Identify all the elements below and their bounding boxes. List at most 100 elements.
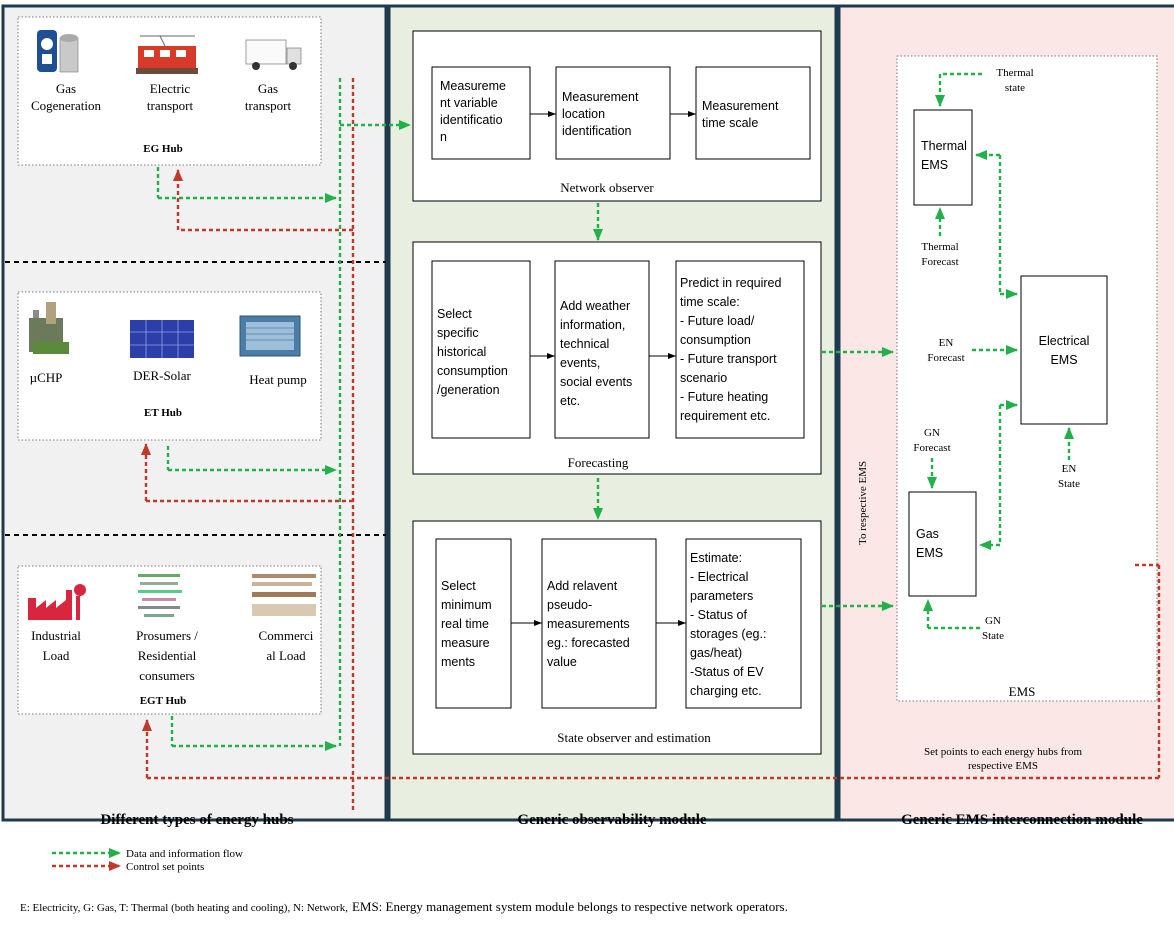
- en-forecast-line: EN: [939, 337, 954, 349]
- electric-train-icon: [136, 35, 198, 74]
- state-estimate-text-line: -Status of EV: [690, 665, 764, 679]
- egt-item-1-line: Load: [43, 648, 70, 663]
- gas-cogeneration-icon: [37, 30, 79, 73]
- forecast-historical-text-line: historical: [437, 345, 486, 359]
- en-state-line: EN: [1062, 463, 1077, 475]
- gas-ems-line: Gas: [916, 527, 939, 541]
- egt-item-2-line: Prosumers /: [136, 628, 198, 643]
- et-hub-title: ET Hub: [144, 407, 182, 419]
- state-pseudo-text-line: pseudo-: [547, 598, 592, 612]
- forecast-historical-text-line: /generation: [437, 383, 500, 397]
- ems-panel-label: Generic EMS interconnection module: [901, 812, 1143, 828]
- thermal-forecast-line: Thermal: [921, 241, 958, 253]
- egt-hub-title: EGT Hub: [140, 695, 187, 707]
- eg-item-3-line: Gas: [258, 81, 278, 96]
- measurement-time-text: Measurement time scale: [702, 99, 782, 130]
- forecast-weather-text-line: etc.: [560, 394, 580, 408]
- et-item-1: µCHP: [30, 370, 63, 385]
- state-pseudo-text-line: Add relavent: [547, 579, 618, 593]
- gn-forecast-line: Forecast: [913, 442, 950, 454]
- forecast-predict-text-line: - Future heating: [680, 390, 768, 404]
- thermal-state-line: Thermal: [996, 67, 1033, 79]
- state-estimate-text-line: - Status of: [690, 608, 747, 622]
- state-pseudo-text-line: eg.: forecasted: [547, 636, 630, 650]
- gn-forecast-line: GN: [924, 427, 940, 439]
- thermal-state-line: state: [1005, 82, 1025, 94]
- hubs-panel-label: Different types of energy hubs: [100, 812, 293, 828]
- egt-item-2-line: consumers: [139, 668, 195, 683]
- solar-panel-icon: [130, 320, 194, 358]
- forecast-historical-text-line: Select: [437, 307, 472, 321]
- thermal-forecast-line: Forecast: [921, 256, 958, 268]
- state-minimum-text-line: real time: [441, 617, 489, 631]
- observability-panel-label: Generic observability module: [517, 812, 706, 828]
- eg-item-3-line: transport: [245, 98, 292, 113]
- measurement-variable-box: [431, 66, 531, 160]
- state-estimate-text-line: charging etc.: [690, 684, 762, 698]
- footnote: E: Electricity, G: Gas, T: Thermal (both…: [20, 899, 788, 914]
- thermal-state-label: Thermal state: [996, 67, 1033, 94]
- forecast-historical-box: [431, 260, 531, 439]
- data-flow-arrows: [156, 72, 1074, 751]
- egt-item-3-line: Commerci: [259, 628, 314, 643]
- forecast-weather-text-line: events,: [560, 356, 600, 370]
- forecast-weather-text-line: Add weather: [560, 299, 630, 313]
- state-minimum-text-line: minimum: [441, 598, 492, 612]
- forecasting-label: Forecasting: [568, 455, 629, 470]
- state-estimate-text-line: - Electrical: [690, 570, 748, 584]
- electrical-ems-line: EMS: [1050, 353, 1077, 367]
- eg-item-1-line: Cogeneration: [31, 98, 102, 113]
- gn-state-line: GN: [985, 615, 1001, 627]
- forecast-weather-box: [554, 260, 650, 439]
- thermal-ems-box: [913, 109, 973, 206]
- forecast-predict-text-line: requirement etc.: [680, 409, 770, 423]
- eg-item-3: Gas transport: [245, 81, 292, 113]
- state-minimum-text-line: Select: [441, 579, 476, 593]
- state-pseudo-text-line: value: [547, 655, 577, 669]
- forecast-weather-text-line: technical: [560, 337, 609, 351]
- forecast-weather-text-line: social events: [560, 375, 632, 389]
- ems-label: EMS: [1009, 684, 1036, 699]
- eg-item-2-line: transport: [147, 98, 194, 113]
- measurement-location-box: [555, 66, 671, 160]
- forecast-predict-text-line: time scale:: [680, 295, 740, 309]
- forecast-predict-text-line: scenario: [680, 371, 727, 385]
- thermal-ems-line: Thermal: [921, 139, 967, 153]
- footnote-part-b: EMS: Energy management system module bel…: [352, 899, 788, 914]
- et-item-3: Heat pump: [249, 372, 306, 387]
- residential-icon: [138, 574, 182, 617]
- en-forecast-label: EN Forecast: [927, 337, 964, 364]
- truck-icon: [245, 39, 302, 70]
- state-estimate-text-line: parameters: [690, 589, 753, 603]
- to-respective-ems-label: To respective EMS: [857, 461, 869, 545]
- forecast-historical-text-line: specific: [437, 326, 479, 340]
- measurement-location-text: Measurement location identification: [562, 90, 642, 138]
- state-estimate-text-line: storages (eg.:: [690, 627, 766, 641]
- eg-item-2-line: Electric: [150, 81, 191, 96]
- et-item-2: DER-Solar: [133, 368, 191, 383]
- gn-state-line: State: [982, 630, 1004, 642]
- en-forecast-line: Forecast: [927, 352, 964, 364]
- forecast-historical-text-line: consumption: [437, 364, 508, 378]
- egt-item-1-line: Industrial: [31, 628, 81, 643]
- measurement-time-box: [695, 66, 811, 160]
- factory-icon: [28, 584, 86, 620]
- forecast-historical-text: Select specific historical consumption/gene…: [437, 307, 508, 397]
- heat-pump-icon: [239, 315, 301, 357]
- state-observer-label: State observer and estimation: [557, 730, 711, 745]
- forecast-predict-text-line: - Future load/: [680, 314, 755, 328]
- eg-item-1-line: Gas: [56, 81, 76, 96]
- measurement-variable-text: Measureme nt variable identificatio n: [440, 79, 509, 144]
